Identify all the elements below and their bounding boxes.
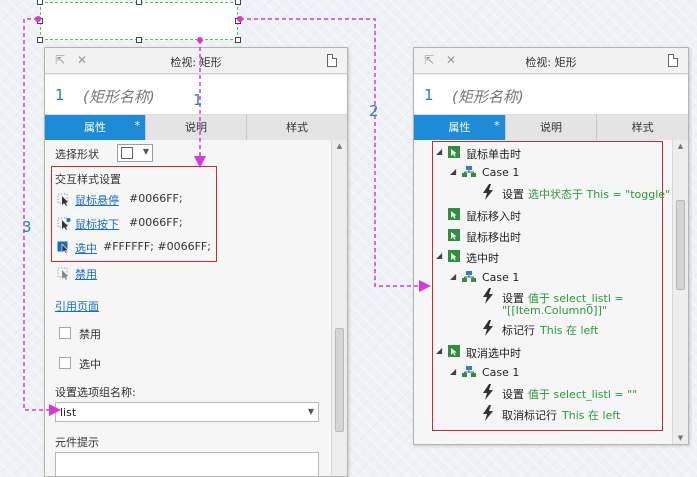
disabled-state-icon xyxy=(57,267,68,280)
reference-page-link[interactable]: 引用页面 xyxy=(55,300,99,313)
lightning-icon xyxy=(483,384,493,400)
event-icon xyxy=(448,229,460,241)
panel-title: 检视: 矩形 xyxy=(525,56,577,69)
tab-style[interactable]: 样式 xyxy=(597,115,688,140)
scroll-thumb[interactable] xyxy=(676,200,685,290)
interactions-content: ◢ 鼠标单击时 ◢ Case 1 设置 选中状态于 This = "toggle… xyxy=(414,140,672,444)
tab-properties[interactable]: 属性 * xyxy=(414,115,506,140)
resize-handle-top-right[interactable] xyxy=(235,0,241,5)
group-name-label: 设置选项组名称: xyxy=(55,386,136,399)
widget-number: 1 xyxy=(55,86,65,104)
group-name-combobox[interactable]: list ▼ xyxy=(55,402,319,422)
mouse-down-style-value: #0066FF; xyxy=(129,216,183,229)
scroll-thumb[interactable] xyxy=(335,328,344,432)
panel-titlebar: ⇱ ✕ 检视: 矩形 xyxy=(45,48,347,74)
expand-arrow-icon[interactable]: ◢ xyxy=(436,251,443,260)
lightning-icon xyxy=(483,405,493,421)
undock-icon[interactable]: ⇱ xyxy=(424,53,435,67)
widget-number: 1 xyxy=(424,86,434,104)
case-icon xyxy=(462,271,476,282)
tab-notes[interactable]: 说明 xyxy=(505,115,598,140)
selected-rectangle[interactable] xyxy=(37,0,241,43)
selected-style-link[interactable]: 选中 xyxy=(75,242,97,255)
widget-name-input[interactable]: (矩形名称) xyxy=(83,88,155,106)
resize-handle-right[interactable] xyxy=(235,18,241,24)
event-icon xyxy=(448,345,460,357)
tab-properties[interactable]: 属性 * xyxy=(45,115,146,140)
panel-title: 检视: 矩形 xyxy=(170,56,222,69)
case-icon xyxy=(462,366,476,377)
select-shape-dropdown[interactable]: ▼ xyxy=(117,144,153,162)
disabled-checkbox[interactable] xyxy=(59,327,71,339)
resize-handle-top[interactable] xyxy=(136,0,142,5)
scroll-up-icon[interactable]: ▲ xyxy=(677,142,684,150)
rectangle-shape-icon xyxy=(121,147,133,159)
case-icon xyxy=(462,166,476,177)
resize-handle-top-left[interactable] xyxy=(37,0,43,5)
callout-label-2: 2 xyxy=(369,102,379,120)
resize-handle-bottom[interactable] xyxy=(136,37,142,43)
tooltip-label: 元件提示 xyxy=(55,436,99,449)
expand-arrow-icon[interactable]: ◢ xyxy=(450,367,457,376)
expand-arrow-icon[interactable]: ◢ xyxy=(436,346,443,355)
interaction-style-heading: 交互样式设置 xyxy=(55,173,121,186)
selected-checkbox[interactable] xyxy=(59,357,71,369)
group-name-value: list xyxy=(60,406,77,419)
close-icon[interactable]: ✕ xyxy=(77,53,88,67)
selected-checkbox-label: 选中 xyxy=(79,358,101,371)
tooltip-input[interactable] xyxy=(55,452,319,476)
tab-style[interactable]: 样式 xyxy=(247,115,347,140)
expand-arrow-icon[interactable]: ◢ xyxy=(436,147,443,156)
event-icon xyxy=(448,208,460,220)
inspector-panel-interactions: ⇱ ✕ 检视: 矩形 1 (矩形名称) 属性 * 说明 样式 ◢ 鼠标单击时 ◢ xyxy=(413,47,689,445)
vertical-scrollbar[interactable]: ▲ ▼ xyxy=(672,140,688,444)
event-icon xyxy=(448,146,460,158)
mouse-hover-style-link[interactable]: 鼠标悬停 xyxy=(75,194,119,207)
select-shape-label: 选择形状 xyxy=(55,148,99,161)
selected-style-value: #FFFFFF; #0066FF; xyxy=(103,240,211,253)
widget-name-bar[interactable]: 1 (矩形名称) xyxy=(414,75,688,115)
resize-handle-left[interactable] xyxy=(37,18,43,24)
tab-notes[interactable]: 说明 xyxy=(146,115,247,140)
properties-content: 选择形状 ▼ 交互样式设置 鼠标悬停 #0066FF; 鼠标按下 #0066FF… xyxy=(45,140,331,476)
mouse-down-icon xyxy=(57,217,71,230)
chevron-down-icon: ▼ xyxy=(142,147,149,156)
mouse-hover-style-value: #0066FF; xyxy=(129,192,183,205)
resize-handle-bottom-right[interactable] xyxy=(235,37,241,43)
disabled-style-link[interactable]: 禁用 xyxy=(75,268,97,281)
lightning-icon xyxy=(483,288,493,304)
vertical-scrollbar[interactable]: ▲ xyxy=(331,140,347,476)
mouse-down-style-link[interactable]: 鼠标按下 xyxy=(75,218,119,231)
panel-tabs: 属性 * 说明 样式 xyxy=(414,115,688,140)
callout-label-3: 3 xyxy=(22,218,32,236)
undock-icon[interactable]: ⇱ xyxy=(55,53,66,67)
expand-arrow-icon[interactable]: ◢ xyxy=(450,272,457,281)
close-icon[interactable]: ✕ xyxy=(446,53,457,67)
document-icon[interactable] xyxy=(668,54,678,67)
chevron-down-icon: ▼ xyxy=(307,407,314,416)
document-icon[interactable] xyxy=(327,54,337,67)
panel-titlebar: ⇱ ✕ 检视: 矩形 xyxy=(414,48,688,74)
widget-name-input[interactable]: (矩形名称) xyxy=(452,88,524,106)
disabled-checkbox-label: 禁用 xyxy=(79,328,101,341)
mouse-hover-icon xyxy=(57,193,68,206)
expand-arrow-icon[interactable]: ◢ xyxy=(450,167,457,176)
lightning-icon xyxy=(483,184,493,200)
callout-label-1: 1 xyxy=(193,91,203,109)
scroll-down-icon[interactable]: ▼ xyxy=(677,434,684,442)
lightning-icon xyxy=(483,320,493,336)
event-icon xyxy=(448,250,460,262)
selected-state-icon xyxy=(57,241,69,254)
inspector-panel-properties: ⇱ ✕ 检视: 矩形 1 (矩形名称) 属性 * 说明 样式 选择形状 ▼ 交互… xyxy=(44,47,348,477)
resize-handle-bottom-left[interactable] xyxy=(37,37,43,43)
interaction-tree-highlight xyxy=(432,141,663,431)
scroll-up-icon[interactable]: ▲ xyxy=(336,142,343,150)
panel-tabs: 属性 * 说明 样式 xyxy=(45,115,347,140)
